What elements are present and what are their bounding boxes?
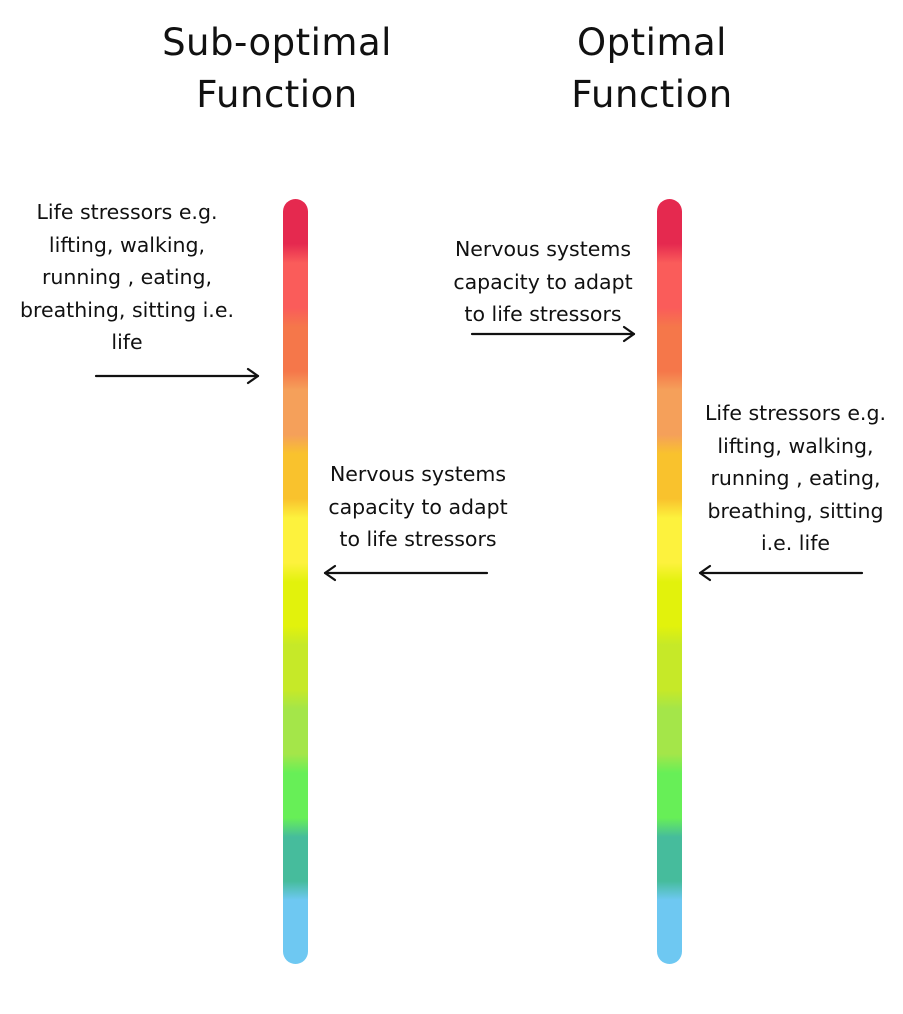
scale-segment <box>283 262 308 327</box>
suboptimal-capacity-line-3: to life stressors <box>339 527 497 551</box>
scale-segment <box>283 390 308 454</box>
scale-segment <box>657 454 682 518</box>
scale-segment <box>657 709 682 773</box>
suboptimal-capacity-arrow-icon <box>323 564 489 582</box>
optimal-title-line-2: Function <box>571 73 733 116</box>
optimal-stressor-arrow-icon <box>698 564 864 582</box>
scale-segment <box>657 390 682 454</box>
optimal-stressors-line-2: lifting, walking, <box>717 433 874 458</box>
suboptimal-stressors-line-3: running , eating, <box>41 265 213 289</box>
optimal-stressors-line-5: i.e. life <box>760 531 831 555</box>
optimal-function-title: Optimal Function <box>502 17 802 121</box>
scale-segment <box>657 262 682 327</box>
scale-segment <box>283 454 308 518</box>
suboptimal-stressors-label: Life stressors e.g. lifting, walking, ru… <box>0 196 254 359</box>
suboptimal-stressors-line-1: Life stressors e.g. <box>36 200 218 224</box>
scale-segment <box>283 645 308 709</box>
scale-segment <box>283 709 308 773</box>
suboptimal-stressor-arrow-icon <box>94 367 260 385</box>
scale-segment <box>283 581 308 646</box>
scale-segment <box>283 517 308 582</box>
scale-segment <box>283 326 308 391</box>
scale-segment <box>283 772 308 837</box>
optimal-capacity-line-3: to life stressors <box>464 302 622 326</box>
scale-segment <box>657 581 682 646</box>
optimal-stressors-line-4: breathing, sitting <box>707 498 884 523</box>
optimal-stressors-line-1: Life stressors e.g. <box>705 401 886 425</box>
optimal-stressors-label: Life stressors e.g. lifting, walking, ru… <box>690 397 901 560</box>
optimal-color-scale-bar <box>657 199 682 964</box>
suboptimal-stressors-line-5: life <box>111 330 143 354</box>
optimal-stressors-line-3: running , eating, <box>710 466 881 490</box>
suboptimal-stressors-line-4: breathing, sitting i.e. <box>20 297 234 322</box>
scale-segment <box>283 900 308 964</box>
scale-segment <box>657 772 682 837</box>
optimal-capacity-line-2: capacity to adapt <box>453 269 633 294</box>
scale-segment <box>657 836 682 901</box>
scale-segment <box>657 645 682 709</box>
optimal-capacity-line-1: Nervous systems <box>454 237 632 261</box>
scale-segment <box>657 199 682 263</box>
scale-segment <box>283 836 308 901</box>
suboptimal-capacity-label: Nervous systems capacity to adapt to lif… <box>300 458 536 556</box>
optimal-capacity-label: Nervous systems capacity to adapt to lif… <box>425 233 661 331</box>
suboptimal-capacity-line-1: Nervous systems <box>329 462 507 486</box>
scale-segment <box>657 326 682 391</box>
suboptimal-title-line-1: Sub-optimal <box>162 21 392 64</box>
suboptimal-color-scale-bar <box>283 199 308 964</box>
suboptimal-capacity-line-2: capacity to adapt <box>328 494 508 519</box>
scale-segment <box>657 900 682 964</box>
scale-segment <box>657 517 682 582</box>
suboptimal-function-title: Sub-optimal Function <box>127 17 427 121</box>
suboptimal-stressors-line-2: lifting, walking, <box>48 232 206 257</box>
scale-segment <box>283 199 308 263</box>
optimal-title-line-1: Optimal <box>577 21 727 64</box>
suboptimal-title-line-2: Function <box>196 73 358 116</box>
